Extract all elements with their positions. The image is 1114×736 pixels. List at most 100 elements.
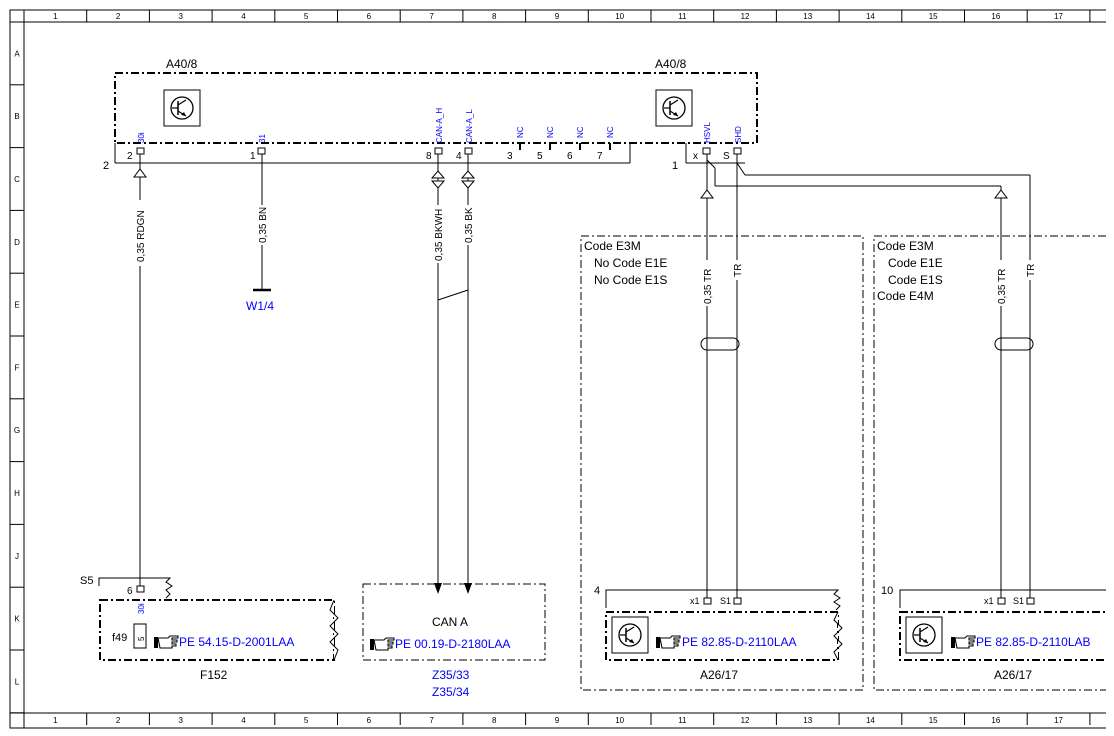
pin-number: 2 — [127, 151, 133, 162]
connector-number: 2 — [103, 160, 109, 172]
column-number: 3 — [179, 12, 184, 21]
row-letter: F — [15, 363, 20, 372]
column-number: 8 — [492, 12, 497, 21]
column-number: 6 — [367, 12, 372, 21]
row-letter: E — [14, 301, 19, 310]
wire-label: 0,35 TR — [997, 269, 1008, 304]
pin-signal: HSVL — [703, 122, 712, 143]
column-number: 14 — [866, 716, 875, 725]
wire-label: TR — [1026, 264, 1037, 277]
code-condition: No Code E1E — [594, 256, 667, 270]
connector-label: S5 — [80, 575, 93, 587]
ground-reference-link[interactable]: W1/4 — [246, 299, 274, 313]
module-label-left: A40/8 — [166, 57, 198, 71]
fuse-block-f152: S5 6 30i 5 f49 PE 54.15-D-2001LAA F152 — [80, 575, 339, 682]
wire-label: TR — [733, 264, 744, 277]
row-letter: J — [15, 552, 19, 561]
pin-number: 6 — [567, 151, 573, 162]
column-number: 9 — [555, 716, 560, 725]
wire-label: 0,35 BKWH — [434, 209, 445, 261]
pin-number: x — [693, 151, 698, 162]
code-condition: Code E4M — [877, 289, 934, 303]
row-letter: L — [15, 677, 20, 686]
pin-signal: 30i — [137, 132, 146, 143]
column-number: 2 — [116, 716, 121, 725]
column-number: 12 — [741, 12, 750, 21]
column-number: 8 — [492, 716, 497, 725]
module-pin: NC 3 — [507, 126, 525, 162]
wire-label: 0,35 BN — [258, 207, 269, 243]
column-number: 11 — [678, 12, 687, 21]
pin-signal: 30i — [137, 603, 146, 614]
module-a40-8: A40/8 A40/8 2 1 30i 2 31 1 CAN-A_H 8 — [103, 57, 758, 172]
pin-number: S — [723, 151, 730, 162]
wire-bk: 0,35 BK — [437, 154, 476, 594]
row-letter: H — [14, 489, 20, 498]
component-name: A26/17 — [994, 668, 1032, 682]
pin-label: S1 — [720, 596, 731, 606]
wire-rdgn: 0,35 RDGN — [133, 154, 147, 586]
fuse-pin: 5 — [137, 636, 146, 641]
reference-link[interactable]: Z35/34 — [432, 685, 470, 699]
row-letter: D — [14, 238, 20, 247]
column-number: 10 — [615, 716, 624, 725]
pin-signal: CAN-A_H — [435, 108, 444, 143]
reference-link[interactable]: PE 82.85-D-2110LAB — [976, 635, 1091, 649]
column-number: 5 — [304, 12, 309, 21]
column-number: 10 — [615, 12, 624, 21]
wire-hsvl-shd: 0,35 TR TR 0,35 TR TR — [700, 154, 1037, 598]
row-letter: G — [14, 426, 20, 435]
pointing-hand-icon — [153, 635, 179, 649]
pointing-hand-icon — [655, 635, 681, 649]
transistor-icon — [905, 616, 943, 654]
connector-number: 4 — [594, 585, 600, 597]
row-letter: C — [14, 175, 20, 184]
component-name: A26/17 — [700, 668, 738, 682]
row-letter: B — [14, 112, 19, 121]
connector-number: 10 — [881, 585, 893, 597]
pin-number: 8 — [426, 151, 432, 162]
pin-signal: CAN-A_L — [465, 109, 474, 143]
reference-link[interactable]: PE 54.15-D-2001LAA — [179, 635, 294, 649]
column-number: 16 — [991, 716, 1000, 725]
pin-signal: NC — [576, 126, 585, 138]
column-number: 5 — [304, 716, 309, 725]
pin-signal: 31 — [258, 134, 267, 143]
column-number: 15 — [929, 716, 938, 725]
code-condition: Code E3M — [584, 239, 641, 253]
block-title: CAN A — [432, 615, 468, 629]
transistor-icon — [655, 89, 693, 127]
wire-label: 0,35 BK — [464, 207, 475, 243]
row-letter: A — [14, 49, 20, 58]
column-number: 7 — [429, 716, 434, 725]
column-number: 2 — [116, 12, 121, 21]
wire-label: 0,35 RDGN — [136, 210, 147, 262]
column-number: 3 — [179, 716, 184, 725]
column-number: 6 — [367, 716, 372, 725]
reference-link[interactable]: PE 82.85-D-2110LAA — [682, 635, 797, 649]
can-a-block: CAN A PE 00.19-D-2180LAA Z35/33 Z35/34 — [362, 583, 546, 699]
pointing-hand-icon — [950, 635, 976, 649]
fuse-label: f49 — [112, 632, 127, 644]
module-pin: CAN-A_L 4 — [456, 109, 474, 162]
wire-label: 0,35 TR — [703, 269, 714, 304]
column-number: 4 — [241, 716, 246, 725]
column-number: 16 — [991, 12, 1000, 21]
module-pin: NC 7 — [597, 126, 615, 162]
pointing-hand-icon — [369, 637, 395, 651]
code-block-1: Code E3M No Code E1E No Code E1S 4 x1 S1… — [580, 235, 864, 691]
wire-bkwh: 0,35 BKWH — [430, 154, 446, 594]
code-condition: Code E1E — [888, 256, 943, 270]
column-number: 12 — [741, 716, 750, 725]
pin-number: 6 — [127, 586, 133, 597]
wire-bn: 0,35 BN W1/4 — [246, 154, 274, 313]
module-pin: 30i 2 — [127, 132, 146, 162]
column-number: 7 — [429, 12, 434, 21]
reference-link[interactable]: PE 00.19-D-2180LAA — [395, 637, 510, 651]
reference-link[interactable]: Z35/33 — [432, 668, 470, 682]
